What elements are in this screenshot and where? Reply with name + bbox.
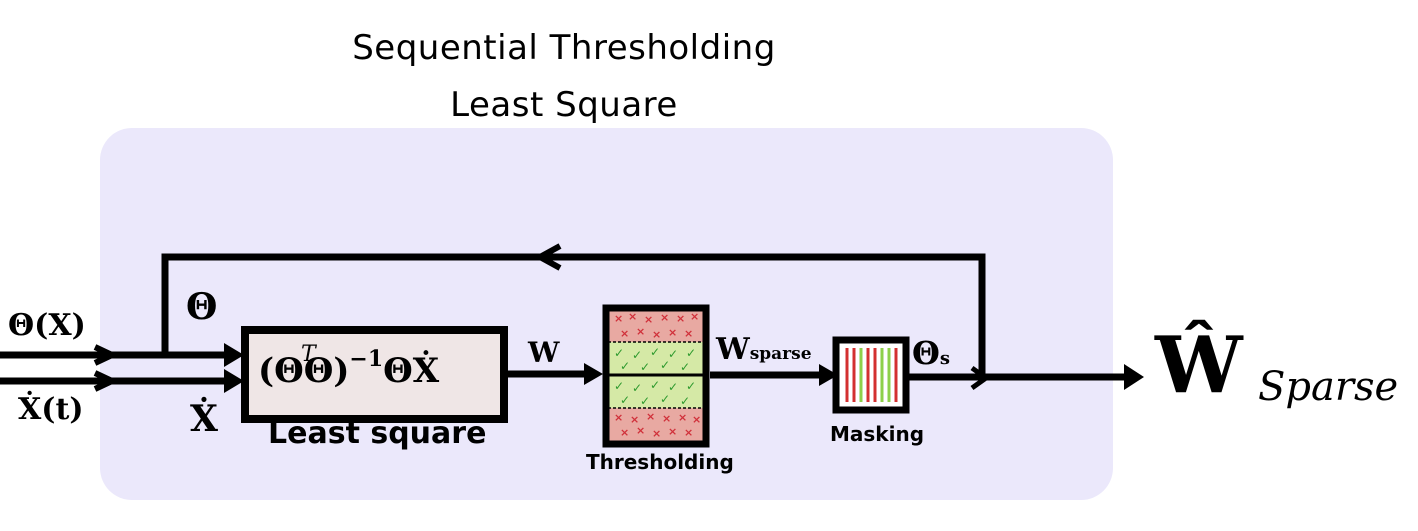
svg-text:✓: ✓	[640, 360, 650, 374]
masking-block	[832, 336, 910, 414]
svg-text:✓: ✓	[614, 346, 624, 360]
diagram-title-line1: Sequential Thresholding	[352, 28, 776, 68]
svg-text:✓: ✓	[680, 394, 690, 408]
svg-text:×: ×	[652, 328, 661, 341]
least-square-box	[241, 326, 508, 423]
svg-text:×: ×	[646, 410, 655, 423]
svg-text:×: ×	[668, 425, 677, 438]
svg-text:✓: ✓	[680, 360, 690, 374]
label-w: W	[528, 336, 560, 369]
formula-transpose-sup: T	[301, 342, 316, 367]
least-square-formula: (ΘΘ)−1ΘẊ	[258, 346, 440, 391]
svg-text:×: ×	[676, 312, 685, 325]
output-w-hat: Ŵ	[1155, 320, 1243, 411]
svg-text:✓: ✓	[660, 358, 670, 372]
svg-text:✓: ✓	[660, 392, 670, 406]
cross-marks-top: ×××××× ×××××	[614, 310, 699, 341]
svg-text:×: ×	[684, 426, 693, 439]
output-subscript-sparse: Sparse	[1258, 364, 1399, 410]
thresholding-block: ×××××× ××××× ✓✓✓✓✓ ✓✓✓✓ ✓✓✓✓✓ ✓✓✓✓ ×××××…	[602, 304, 710, 448]
svg-text:×: ×	[644, 313, 653, 326]
svg-text:✓: ✓	[668, 380, 678, 394]
svg-text:✓: ✓	[620, 359, 630, 373]
masking-caption: Masking	[830, 422, 925, 446]
thresholding-caption: Thresholding	[586, 450, 734, 474]
diagram-title-line2: Least Square	[450, 85, 678, 125]
svg-text:×: ×	[614, 312, 623, 325]
least-square-caption: Least square	[268, 416, 487, 451]
label-xdot: Ẋ	[190, 398, 218, 440]
input-line-theta	[0, 343, 244, 367]
input-line-xdot	[0, 369, 244, 393]
svg-text:×: ×	[630, 413, 639, 426]
svg-text:✓: ✓	[640, 394, 650, 408]
svg-text:✓: ✓	[620, 393, 630, 407]
svg-text:✓: ✓	[632, 348, 642, 362]
svg-text:✓: ✓	[650, 378, 660, 392]
label-theta: Θ	[186, 286, 218, 328]
svg-text:✓: ✓	[668, 347, 678, 361]
svg-text:✓: ✓	[686, 379, 696, 393]
svg-text:✓: ✓	[632, 381, 642, 395]
svg-text:×: ×	[692, 413, 701, 426]
input-label-theta-x: Θ(X)	[8, 308, 86, 343]
check-marks: ✓✓✓✓✓ ✓✓✓✓ ✓✓✓✓✓ ✓✓✓✓	[614, 345, 696, 408]
svg-text:×: ×	[628, 310, 637, 323]
feedback-loop	[161, 243, 986, 378]
svg-text:×: ×	[662, 412, 671, 425]
cross-marks-bottom: ×××××× ×××××	[614, 410, 701, 440]
svg-text:✓: ✓	[686, 346, 696, 360]
svg-text:✓: ✓	[614, 379, 624, 393]
svg-text:×: ×	[684, 327, 693, 340]
svg-text:×: ×	[636, 424, 645, 437]
label-theta-s: Θs	[912, 334, 951, 372]
svg-text:×: ×	[620, 426, 629, 439]
svg-text:×: ×	[620, 327, 629, 340]
svg-text:×: ×	[660, 311, 669, 324]
svg-text:×: ×	[668, 326, 677, 339]
input-label-xdot-t: Ẋ(t)	[18, 392, 84, 427]
svg-text:×: ×	[636, 325, 645, 338]
svg-text:×: ×	[614, 411, 623, 424]
label-w-sparse: Wsparse	[716, 332, 812, 367]
svg-text:×: ×	[652, 427, 661, 440]
svg-text:×: ×	[690, 310, 699, 323]
svg-text:×: ×	[678, 411, 687, 424]
svg-text:✓: ✓	[650, 345, 660, 359]
